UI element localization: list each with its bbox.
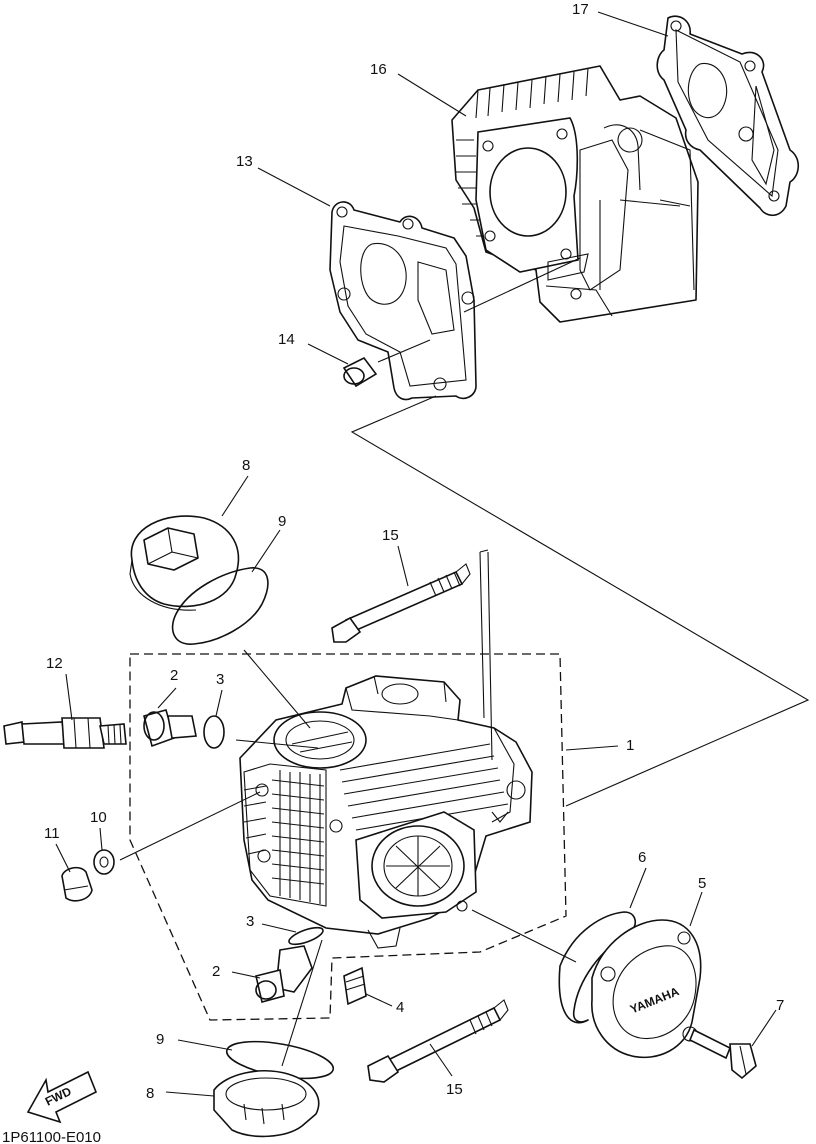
cylinder-gasket-17[interactable]	[656, 15, 800, 217]
callout-17: 17	[572, 1, 589, 18]
callout-16: 16	[370, 61, 387, 78]
stud-4[interactable]	[343, 966, 367, 1006]
callout-9-lower: 9	[156, 1031, 164, 1048]
stud-bolt-15-upper[interactable]	[331, 563, 471, 643]
callout-9-top: 9	[278, 513, 286, 530]
callout-8-lower: 8	[146, 1085, 154, 1102]
callout-15-lower: 15	[446, 1081, 463, 1098]
side-cover-5[interactable]: YAMAHA	[591, 919, 702, 1059]
callout-3-upper: 3	[216, 671, 224, 688]
callout-5: 5	[698, 875, 706, 892]
forward-arrow-icon: FWD	[26, 1070, 98, 1124]
tappet-cover-8-top[interactable]	[129, 515, 240, 611]
callout-15-upper: 15	[382, 527, 399, 544]
callout-6: 6	[638, 849, 646, 866]
o-ring-9-top[interactable]	[171, 567, 269, 645]
cover-gasket-6[interactable]	[558, 911, 637, 1024]
callout-2-lower: 2	[212, 963, 220, 980]
callout-14: 14	[278, 331, 295, 348]
callout-7: 7	[776, 997, 784, 1014]
dowel-pin-14[interactable]	[342, 356, 378, 388]
callout-4: 4	[396, 999, 404, 1016]
callout-leaders	[55, 11, 777, 1097]
callout-8-top: 8	[242, 457, 250, 474]
assembly-leader-line	[350, 395, 810, 807]
head-gasket-13[interactable]	[329, 201, 477, 401]
washer-10[interactable]	[93, 849, 115, 875]
o-ring-3-upper[interactable]	[203, 715, 225, 749]
cylinder-head-1[interactable]	[119, 675, 533, 949]
stud-bolt-15-lower[interactable]	[367, 999, 509, 1083]
tappet-cover-8-lower[interactable]	[213, 1070, 320, 1138]
callout-1: 1	[626, 737, 634, 754]
callout-numbers: 17 16 13 14 8 9 15 12 2 3 1 10 11 6 5 3 …	[44, 1, 784, 1102]
callout-11: 11	[44, 825, 60, 842]
plug-bolt-2-upper[interactable]	[143, 709, 197, 748]
plug-bolt-2-lower[interactable]	[255, 945, 313, 1003]
callout-13: 13	[236, 153, 253, 170]
cylinder-16[interactable]	[451, 65, 699, 323]
o-ring-3-lower[interactable]	[287, 924, 325, 948]
bolt-7[interactable]	[688, 1028, 757, 1080]
callout-2-upper: 2	[170, 667, 178, 684]
cap-nut-11[interactable]	[61, 866, 93, 902]
diagram-code: 1P61100-E010	[2, 1129, 101, 1144]
callout-10: 10	[90, 809, 107, 826]
callout-3-lower: 3	[246, 913, 254, 930]
spark-plug-12[interactable]	[3, 717, 127, 749]
callout-12: 12	[46, 655, 63, 672]
